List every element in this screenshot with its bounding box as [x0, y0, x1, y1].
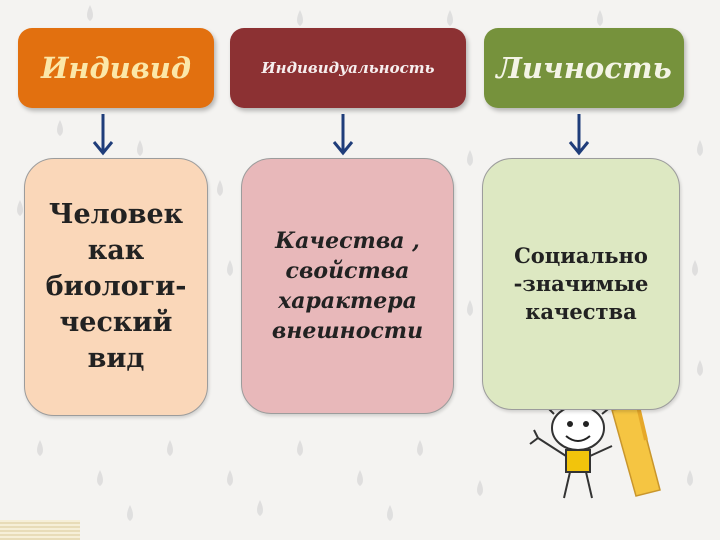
- header-individ: Индивид: [18, 28, 214, 108]
- arrow-down-icon: [568, 114, 590, 156]
- card-individ: Человек как биологи- ческий вид: [24, 158, 208, 416]
- arrow-down-icon: [332, 114, 354, 156]
- header-individualnost: Индивидуальность: [230, 28, 466, 108]
- corner-decoration: [0, 520, 80, 540]
- cartoon-kid-with-pencil: [529, 400, 661, 499]
- header-lichnost: Личность: [484, 28, 684, 108]
- card-individualnost: Качества , свойства характера внешности: [241, 158, 454, 414]
- arrow-down-icon: [92, 114, 114, 156]
- card-lichnost: Социально -значимые качества: [482, 158, 680, 410]
